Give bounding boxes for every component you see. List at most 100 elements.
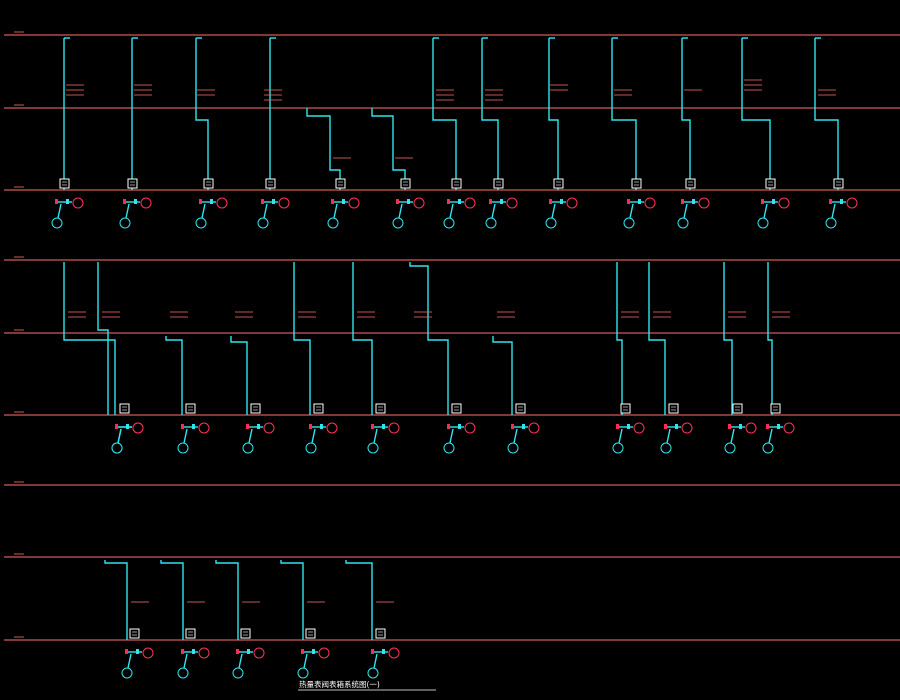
valve-marker [198, 647, 210, 659]
meter-unit [177, 628, 210, 679]
meter-unit [242, 403, 275, 454]
riser-pipe [280, 560, 304, 640]
meter-box [265, 178, 276, 189]
blue-fitting [840, 199, 843, 204]
meter-box [833, 178, 844, 189]
valve-marker [318, 647, 330, 659]
meter-tag-circle [242, 442, 254, 454]
red-fitting [181, 424, 184, 429]
meter-unit [232, 628, 265, 679]
riser [345, 560, 394, 640]
red-fitting [396, 199, 399, 204]
meter-unit [257, 178, 290, 229]
riser-pipe [432, 38, 457, 190]
riser-pipes [63, 37, 839, 640]
meter-unit [660, 403, 693, 454]
meter-tag-circle [297, 667, 309, 679]
meter-box [127, 178, 138, 189]
meter-unit [507, 403, 540, 454]
drop-pipe [831, 203, 836, 219]
valve-marker [644, 197, 656, 209]
valve-marker [846, 197, 858, 209]
meter-tag-circle [257, 217, 269, 229]
valve-marker [388, 647, 400, 659]
riser [97, 262, 120, 415]
red-fitting [761, 199, 764, 204]
meter-box [335, 178, 346, 189]
drop-pipe [768, 428, 773, 444]
valve-marker [464, 197, 476, 209]
drop-pipe [125, 203, 130, 219]
valve-marker [745, 422, 757, 434]
meter-unit [305, 403, 338, 454]
meter-units [51, 178, 858, 679]
blue-fitting [257, 424, 260, 429]
meter-box [493, 178, 504, 189]
meter-tag-circle [485, 217, 497, 229]
meter-unit [177, 403, 210, 454]
meter-box [313, 403, 324, 414]
red-fitting [511, 424, 514, 429]
meter-unit [367, 628, 400, 679]
riser [280, 560, 325, 640]
riser-pipe [160, 560, 184, 640]
red-fitting [616, 424, 619, 429]
riser [814, 38, 839, 190]
riser-pipe [548, 38, 559, 190]
red-fitting [447, 424, 450, 429]
riser [432, 38, 457, 190]
meter-box [631, 178, 642, 189]
meter-tag-circle [367, 667, 379, 679]
meter-tag-circle [623, 217, 635, 229]
drop-pipe [117, 428, 122, 444]
red-fitting [246, 424, 249, 429]
riser [767, 262, 790, 415]
meter-tag-circle [762, 442, 774, 454]
blue-fitting [382, 649, 385, 654]
riser [293, 262, 316, 415]
drop-pipe [263, 203, 268, 219]
blue-fitting [210, 199, 213, 204]
riser [352, 262, 375, 415]
riser [723, 262, 746, 415]
riser-pipe [648, 262, 666, 415]
red-fitting [309, 424, 312, 429]
valve-marker [413, 197, 425, 209]
meter-box [240, 628, 251, 639]
blue-fitting [458, 199, 461, 204]
blue-fitting [522, 424, 525, 429]
meter-box [203, 178, 214, 189]
drop-pipe [201, 203, 206, 219]
riser-pipe [481, 38, 499, 190]
valve-marker [388, 422, 400, 434]
riser-pipe [741, 38, 771, 190]
meter-box [185, 403, 196, 414]
riser [63, 262, 116, 415]
red-fitting [181, 649, 184, 654]
riser [165, 311, 188, 415]
riser [409, 262, 449, 415]
drop-pipe [398, 203, 403, 219]
meter-tag-circle [660, 442, 672, 454]
meter-unit [111, 403, 144, 454]
meter-tag-circle [825, 217, 837, 229]
red-fitting [829, 199, 832, 204]
blue-fitting [247, 649, 250, 654]
meter-unit [195, 178, 228, 229]
riser-pipe [371, 108, 406, 190]
riser-pipe [215, 560, 239, 640]
meter-box [732, 403, 743, 414]
blue-fitting [407, 199, 410, 204]
drop-pipe [373, 653, 378, 669]
meter-box [129, 628, 140, 639]
drop-pipe [311, 428, 316, 444]
blue-fitting [312, 649, 315, 654]
meter-box [451, 403, 462, 414]
riser-pipe [616, 262, 623, 415]
riser [63, 38, 84, 190]
riser [104, 560, 149, 640]
meter-unit [121, 628, 154, 679]
meter-unit [51, 178, 84, 229]
valve-marker [633, 422, 645, 434]
meter-unit [443, 178, 476, 229]
